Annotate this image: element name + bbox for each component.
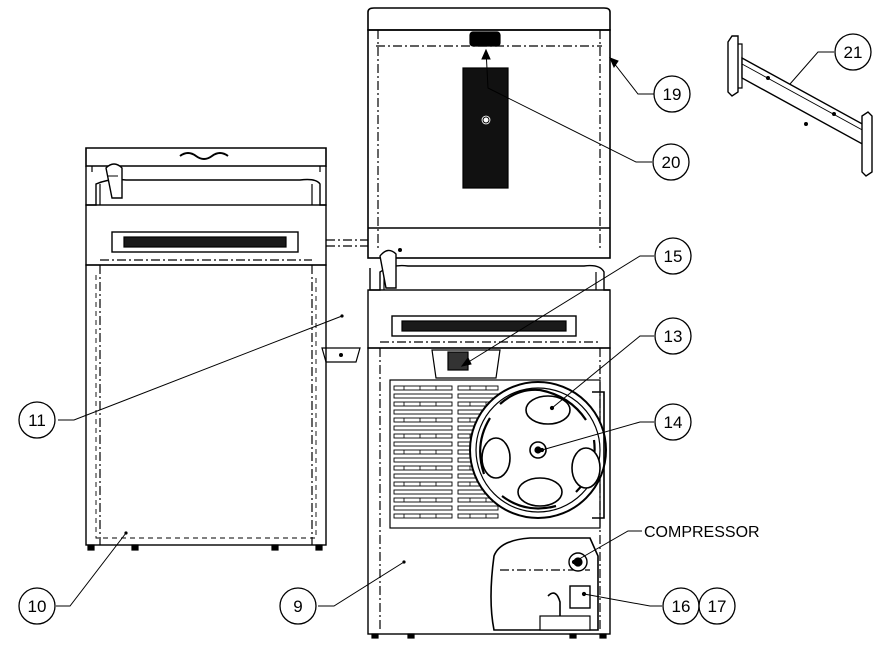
callout-13: 13 <box>654 317 692 355</box>
unit-connector <box>321 239 368 363</box>
left-fountain-unit <box>85 147 344 551</box>
callout-16: 16 <box>662 587 700 625</box>
callout-17: 17 <box>698 587 736 625</box>
callout-number: 11 <box>28 411 46 430</box>
callout-circle <box>18 401 56 439</box>
compressor <box>490 537 599 631</box>
callout-number: 17 <box>708 597 727 616</box>
compressor-label: COMPRESSOR <box>644 524 760 541</box>
callout-circle <box>654 317 692 355</box>
callout-circle <box>654 403 692 441</box>
right-fountain-unit <box>367 7 611 639</box>
callout-21: 21 <box>834 33 872 71</box>
fan-assembly <box>469 381 607 519</box>
callout-circle <box>834 33 872 71</box>
leader-lines <box>56 48 834 607</box>
callout-number: 9 <box>293 597 302 616</box>
callout-circle <box>654 237 692 275</box>
callout-number: 13 <box>664 327 683 346</box>
callout-circle <box>279 587 317 625</box>
callout-11: 11 <box>18 401 56 439</box>
callout-14: 14 <box>654 403 692 441</box>
callout-circle <box>653 75 691 113</box>
callout-number: 15 <box>664 247 683 266</box>
callout-15: 15 <box>654 237 692 275</box>
callout-number: 14 <box>664 413 683 432</box>
callout-number: 21 <box>844 43 863 62</box>
callout-19: 19 <box>653 75 691 113</box>
callout-9: 9 <box>279 587 317 625</box>
callout-number: 10 <box>28 597 47 616</box>
callout-circle <box>18 587 56 625</box>
callout-circle <box>652 143 690 181</box>
wall-bracket <box>727 35 873 177</box>
callout-20: 20 <box>652 143 690 181</box>
callout-number: 16 <box>672 597 691 616</box>
callout-circle <box>698 587 736 625</box>
callout-10: 10 <box>18 587 56 625</box>
callout-number: 19 <box>663 85 682 104</box>
callout-bubbles: 21 19 20 15 13 14 11 10 9 16 17 <box>18 33 872 625</box>
callout-number: 20 <box>662 153 681 172</box>
